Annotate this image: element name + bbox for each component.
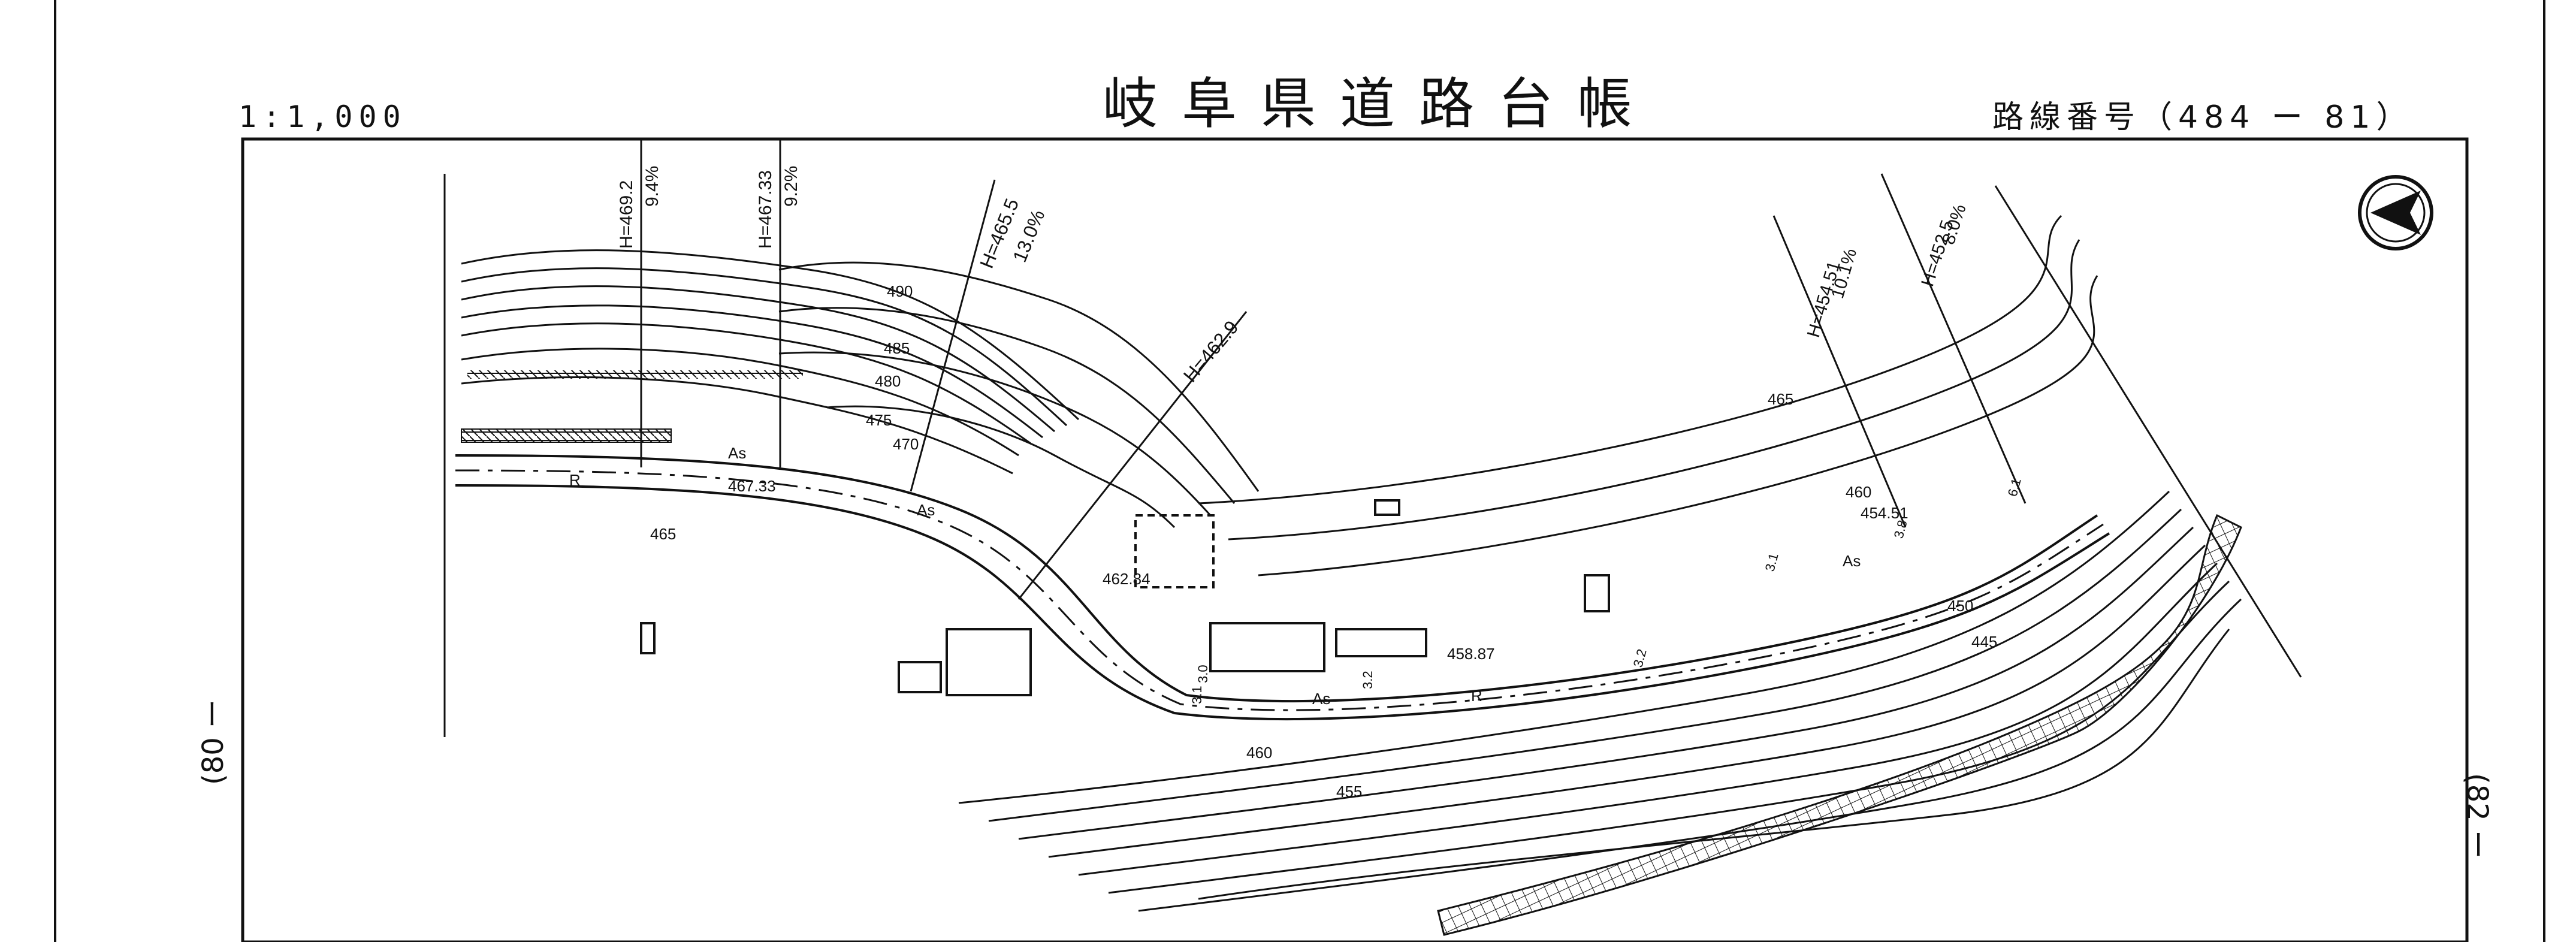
contour-label: 480: [875, 372, 901, 390]
road-surface-label: As: [1843, 552, 1861, 570]
route-number-label: 路線番号（484 ー 81）: [1992, 99, 2414, 135]
contour-label: 475: [866, 411, 892, 429]
spot-height-label: 462.84: [1103, 570, 1150, 588]
retaining-wall-hatch: [461, 428, 672, 443]
contour-label: 470: [893, 435, 919, 453]
spot-height-label: 454.51: [1861, 504, 1908, 522]
slope-height-label: H=462.9: [1179, 316, 1243, 387]
retaining-wall-hatch-upper: [467, 370, 803, 379]
slope-grade-label: 8.0%: [1938, 202, 1970, 247]
contour-label: 455: [1336, 783, 1362, 801]
road-width-label: 3.1: [1189, 686, 1204, 704]
contour-label: 460: [1846, 483, 1871, 501]
contour-label: 465: [1768, 390, 1793, 408]
contour-lines-right: [1198, 215, 2098, 576]
slope-grade-label: 9.4%: [642, 166, 662, 207]
contour-label: 490: [887, 282, 913, 300]
road-surface-label: As: [728, 444, 746, 462]
contour-label: 485: [884, 339, 910, 357]
contour-label: 465: [650, 525, 676, 543]
road-mark-label: R: [1471, 687, 1482, 705]
contour-label: 445: [1971, 633, 1997, 651]
buildings: [640, 499, 1610, 696]
road-mark-label: R: [569, 471, 581, 489]
road-surface-label: As: [917, 501, 935, 519]
contour-label: 460: [1246, 744, 1272, 762]
map-frame: [241, 137, 2469, 942]
page-title: 岐阜県道路台帳: [1103, 72, 1657, 136]
road-width-label: 3.2: [1630, 647, 1650, 669]
slope-height-label: H=467.33: [756, 170, 775, 249]
scale-label: 1:1,000: [238, 99, 407, 134]
road-centerline: [455, 454, 2110, 721]
road-surface-label: As: [1312, 690, 1330, 708]
contour-lines-lower: [958, 490, 2242, 912]
slope-grade-label: 9.2%: [781, 166, 801, 207]
spot-height-label: 467.33: [728, 477, 776, 495]
contour-label: 450: [1947, 597, 1973, 615]
contour-lines-upper: [461, 249, 1260, 529]
embankment-grid-strip: [1437, 514, 2242, 936]
north-arrow-icon: [2358, 175, 2433, 250]
slope-marker-lines: [443, 139, 2302, 737]
slope-height-label: H=469.2: [617, 180, 636, 249]
road-width-label: 3.0: [1195, 665, 1210, 683]
spot-height-label: 458.87: [1447, 645, 1495, 663]
road-width-label: 3.1: [1762, 551, 1781, 573]
road-width-label: 3.2: [1360, 671, 1375, 689]
